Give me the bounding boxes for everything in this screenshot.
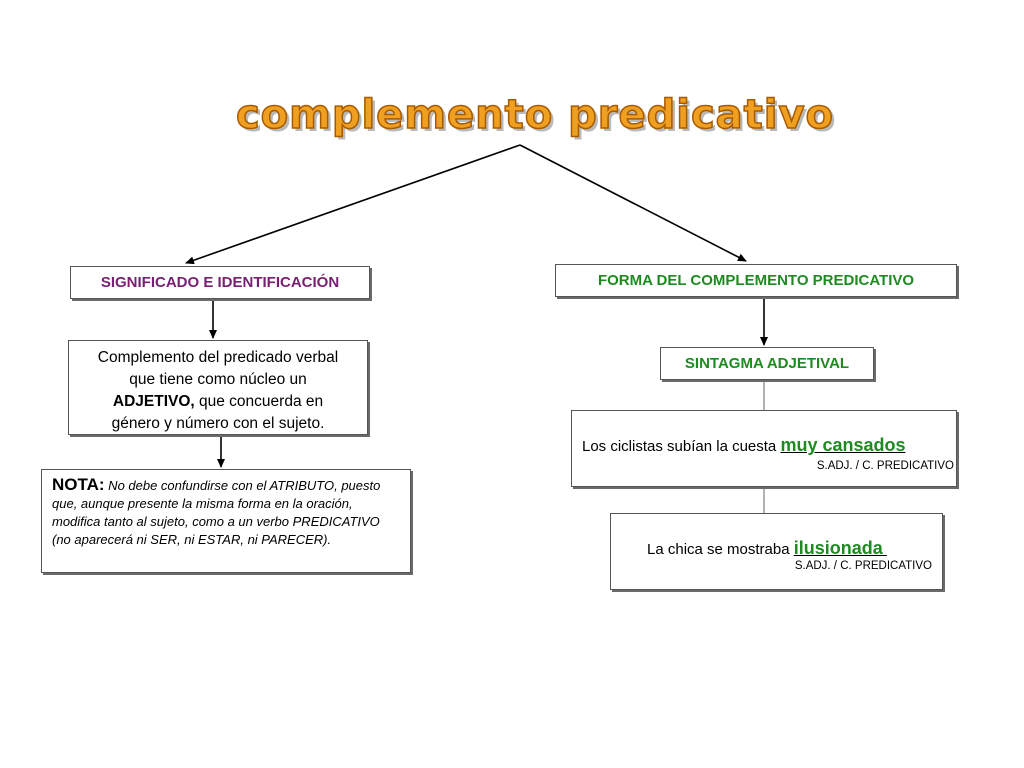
example-1-box: Los ciclistas subían la cuesta muy cansa… (571, 410, 957, 487)
arrow-title-to-left (185, 144, 521, 265)
definition-line-1: Complemento del predicado verbal (97, 349, 339, 366)
definition-line-4: género y número con el sujeto. (111, 415, 325, 432)
note-box: NOTA: No debe confundirse con el ATRIBUT… (41, 469, 411, 573)
example-2-sentence: La chica se mostraba (647, 541, 790, 558)
example-1-tag: S.ADJ. / C. PREDICATIVO (816, 460, 954, 472)
example-2-box: La chica se mostraba ilusionada S.ADJ. /… (610, 513, 943, 590)
definition-line-3-rest: que concuerda en (194, 393, 324, 410)
definition-bold-term: ADJETIVO, (112, 393, 195, 410)
example-2-tag: S.ADJ. / C. PREDICATIVO (794, 560, 932, 572)
subheader-box: SINTAGMA ADJETIVAL (660, 347, 874, 380)
left-header-label: SIGNIFICADO E IDENTIFICACIÓN (100, 274, 340, 291)
arrow-title-to-right (519, 144, 747, 262)
subheader-label: SINTAGMA ADJETIVAL (684, 355, 850, 372)
example-1-sentence: Los ciclistas subían la cuesta (582, 438, 777, 455)
diagram-title: complemento predicativo (235, 91, 835, 139)
left-header-box: SIGNIFICADO E IDENTIFICACIÓN (70, 266, 370, 299)
note-label: NOTA: (52, 475, 105, 494)
right-header-label: FORMA DEL COMPLEMENTO PREDICATIVO (597, 272, 915, 289)
example-1-highlight: muy cansados (780, 435, 906, 455)
definition-line-2: que tiene como núcleo un (129, 371, 307, 388)
definition-box: Complemento del predicado verbal que tie… (68, 340, 368, 435)
definition-line-3: ADJETIVO, que concuerda en (69, 391, 367, 413)
example-2-highlight: ilusionada (793, 538, 883, 558)
right-header-box: FORMA DEL COMPLEMENTO PREDICATIVO (555, 264, 957, 297)
note-text: No debe confundirse con el ATRIBUTO, pue… (52, 478, 381, 547)
